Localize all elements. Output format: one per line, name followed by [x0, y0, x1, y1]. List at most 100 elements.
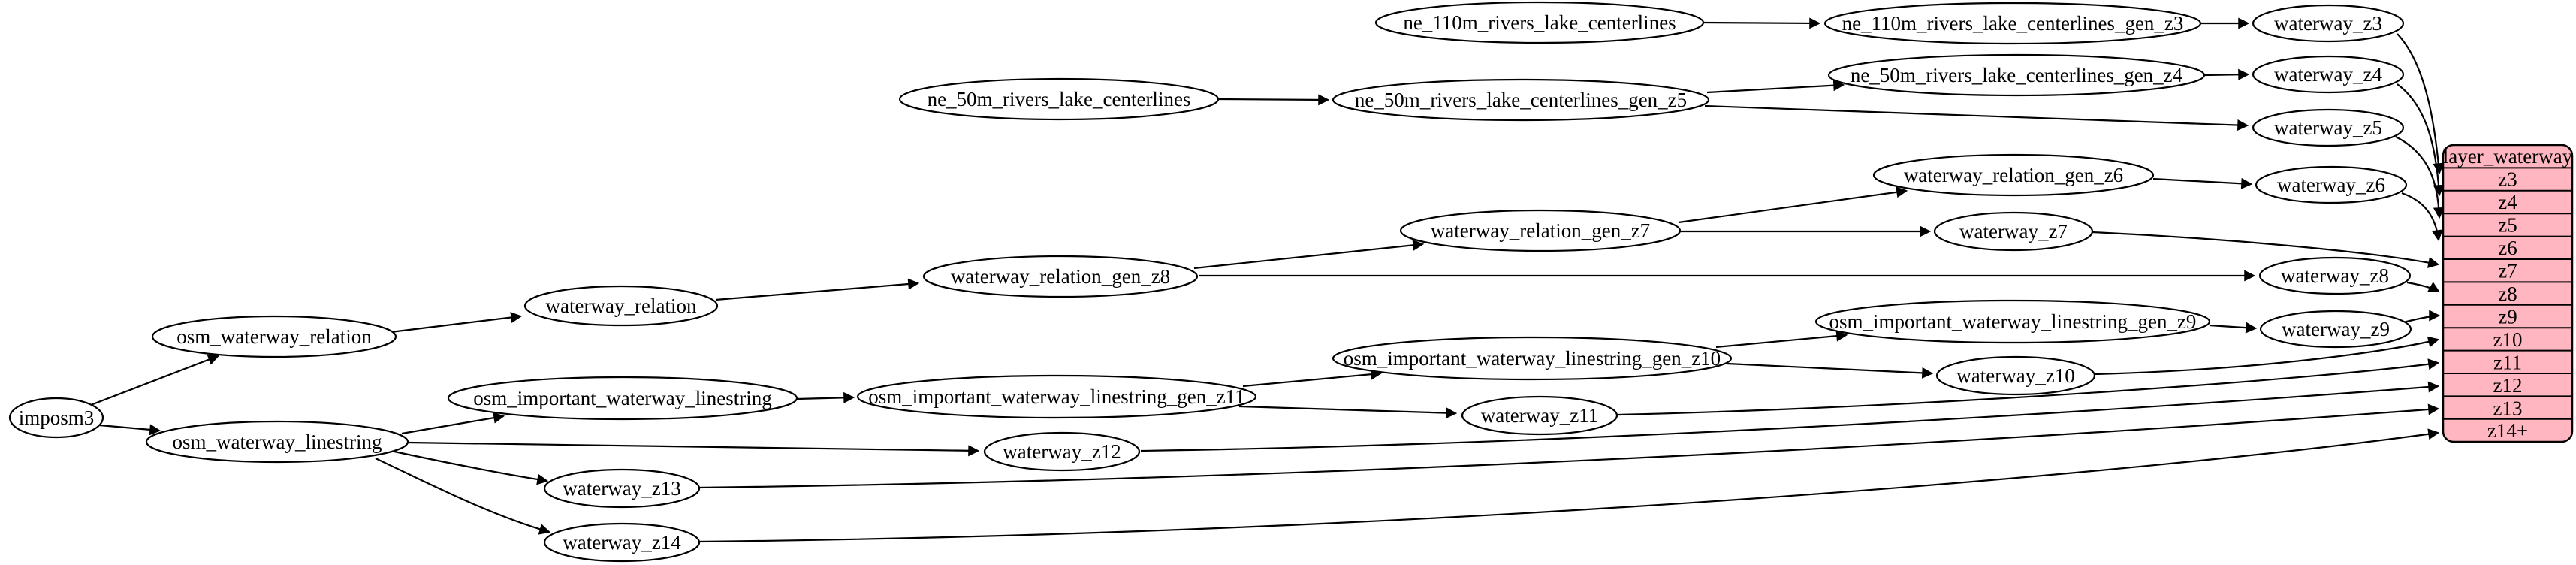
node-waterway_z6: waterway_z6 — [2255, 165, 2408, 204]
node-label: osm_waterway_linestring — [173, 431, 382, 453]
edge-osm_waterway_linestring-to-waterway_z13 — [394, 450, 549, 485]
node-osm_waterway_linestring: osm_waterway_linestring — [145, 420, 409, 464]
table-row-z14plus: z14+ — [2487, 419, 2528, 442]
node-label: osm_important_waterway_linestring_gen_z1… — [868, 385, 1244, 408]
node-osm_important_waterway_linestring_gen_z10: osm_important_waterway_linestring_gen_z1… — [1332, 336, 1733, 381]
edge-gen_z9-to-waterway_z9 — [2209, 322, 2258, 334]
edge-imposm3-to-osm_waterway_relation — [90, 354, 220, 406]
edge-waterway_relation-to-waterway_relation_gen_z8 — [715, 278, 920, 301]
node-waterway_relation_gen_z6: waterway_relation_gen_z6 — [1872, 153, 2155, 197]
node-label: ne_50m_rivers_lake_centerlines_gen_z5 — [1355, 89, 1687, 111]
table-row-z6: z6 — [2498, 237, 2517, 259]
table-row-z3: z3 — [2498, 168, 2517, 191]
node-osm_important_waterway_linestring: osm_important_waterway_linestring — [447, 376, 798, 421]
edge-ne_50m_gen_z5-to-waterway_z5 — [1704, 104, 2249, 131]
edge-ne_50m-to-ne_50m_gen_z5 — [1217, 94, 1330, 106]
edge-ne_50m_gen_z5-to-ne_50m_gen_z4 — [1706, 80, 1845, 94]
node-label: waterway_z14 — [563, 531, 681, 554]
table-row-z13: z13 — [2493, 397, 2523, 420]
table-row-z12: z12 — [2493, 374, 2523, 397]
table-body — [2442, 144, 2574, 443]
node-label: osm_important_waterway_linestring — [473, 387, 771, 409]
edge-imposm3-to-osm_waterway_linestring — [99, 424, 161, 436]
node-ne_110m_rivers_lake_centerlines: ne_110m_rivers_lake_centerlines — [1374, 1, 1705, 44]
node-ne_50m_rivers_lake_centerlines_gen_z4: ne_50m_rivers_lake_centerlines_gen_z4 — [1827, 53, 2206, 97]
nodes: imposm3 osm_waterway_relation osm_waterw… — [8, 1, 2412, 563]
node-label: waterway_z3 — [2274, 12, 2382, 35]
edges — [90, 17, 2445, 543]
node-label: waterway_z5 — [2274, 116, 2382, 139]
node-label: ne_110m_rivers_lake_centerlines — [1403, 11, 1676, 34]
node-waterway_z4: waterway_z4 — [2252, 55, 2405, 94]
table-row-z7: z7 — [2498, 260, 2517, 282]
table-row-z10: z10 — [2493, 328, 2523, 351]
node-waterway_z11: waterway_z11 — [1461, 395, 1618, 436]
node-ne_50m_rivers_lake_centerlines: ne_50m_rivers_lake_centerlines — [898, 77, 1220, 121]
node-waterway_relation: waterway_relation — [523, 285, 719, 327]
edge-gen_z10-to-gen_z9 — [1715, 330, 1848, 349]
edge-waterway_z13-to-row-z13 — [698, 403, 2440, 489]
edge-gen_z11-to-waterway_z11 — [1238, 405, 1458, 419]
node-waterway_z7: waterway_z7 — [1933, 211, 2094, 252]
edge-waterway_z4-to-row-z4 — [2397, 83, 2445, 197]
node-label: waterway_relation — [546, 295, 697, 317]
node-label: osm_important_waterway_linestring_gen_z1… — [1344, 347, 1721, 370]
node-label: ne_50m_rivers_lake_centerlines_gen_z4 — [1851, 64, 2183, 86]
node-label: ne_110m_rivers_lake_centerlines_gen_z3 — [1842, 12, 2184, 35]
edge-waterway_z14-to-row-z14plus — [698, 428, 2440, 543]
node-label: waterway_z11 — [1481, 404, 1598, 427]
node-label: waterway_z10 — [1956, 364, 2074, 387]
node-waterway_relation_gen_z8: waterway_relation_gen_z8 — [922, 255, 1199, 298]
node-waterway_relation_gen_z7: waterway_relation_gen_z7 — [1399, 209, 1682, 252]
node-label: waterway_z6 — [2277, 174, 2385, 196]
edge-waterway_z8-to-row-z8 — [2406, 281, 2440, 293]
table-row-z8: z8 — [2498, 282, 2517, 305]
edge-osm_waterway_linestring-to-waterway_z14 — [375, 458, 551, 535]
node-label: waterway_z4 — [2274, 63, 2382, 86]
edge-waterway_relation_gen_z7-to-waterway_relation_gen_z6 — [1678, 186, 1908, 224]
node-waterway_z5: waterway_z5 — [2252, 108, 2405, 147]
node-label: waterway_relation_gen_z6 — [1904, 164, 2123, 186]
node-label: waterway_z13 — [563, 477, 680, 500]
node-label: waterway_relation_gen_z7 — [1431, 219, 1650, 242]
node-osm_important_waterway_linestring_gen_z11: osm_important_waterway_linestring_gen_z1… — [856, 374, 1257, 419]
edge-osm_important_waterway_linestring-to-gen_z11 — [796, 391, 855, 403]
edge-waterway_z5-to-row-z5 — [2395, 136, 2445, 219]
table-row-z9: z9 — [2498, 306, 2517, 328]
edge-ne_50m_gen_z4-to-waterway_z4 — [2203, 68, 2250, 80]
edge-gen_z10-to-waterway_z10 — [1727, 362, 1934, 379]
node-label: imposm3 — [19, 406, 95, 429]
node-waterway_z13: waterway_z13 — [543, 468, 701, 509]
edge-waterway_z12-to-row-z12 — [1140, 381, 2440, 452]
edge-waterway_z3-to-row-z3 — [2397, 33, 2445, 175]
node-osm_important_waterway_linestring_gen_z9: osm_important_waterway_linestring_gen_z9 — [1814, 299, 2211, 344]
node-ne_110m_rivers_lake_centerlines_gen_z3: ne_110m_rivers_lake_centerlines_gen_z3 — [1823, 2, 2202, 45]
edge-waterway_z10-to-row-z10 — [2094, 336, 2440, 376]
node-label: waterway_z8 — [2281, 264, 2389, 287]
node-waterway_z14: waterway_z14 — [543, 522, 701, 563]
node-label: waterway_z9 — [2282, 318, 2390, 340]
node-label: osm_waterway_relation — [176, 325, 372, 348]
node-label: waterway_z12 — [1003, 440, 1121, 463]
node-imposm3: imposm3 — [8, 397, 104, 439]
node-label: osm_important_waterway_linestring_gen_z9 — [1829, 310, 2197, 333]
edge-osm_waterway_linestring-to-osm_important_waterway_linestring — [401, 412, 505, 435]
node-osm_waterway_relation: osm_waterway_relation — [151, 315, 397, 358]
node-waterway_z8: waterway_z8 — [2258, 256, 2412, 295]
edge-osm_waterway_relation-to-waterway_relation — [390, 312, 523, 334]
edge-waterway_z11-to-row-z11 — [1618, 358, 2440, 416]
node-waterway_z10: waterway_z10 — [1935, 355, 2096, 396]
layer-waterway-table: layer_waterway z3 z4 z5 z6 z7 z8 z9 z10 … — [2442, 144, 2574, 443]
edge-osm_waterway_linestring-to-waterway_z12 — [407, 441, 980, 457]
edge-waterway_z7-to-row-z7 — [2092, 231, 2440, 268]
node-label: ne_50m_rivers_lake_centerlines — [928, 88, 1191, 110]
table-row-z11: z11 — [2493, 352, 2522, 374]
edge-waterway_z9-to-row-z9 — [2403, 310, 2441, 324]
node-waterway_z3: waterway_z3 — [2252, 4, 2405, 43]
edge-waterway_relation_gen_z6-to-waterway_z6 — [2152, 177, 2253, 189]
node-label: waterway_z7 — [1959, 220, 2068, 243]
node-waterway_z12: waterway_z12 — [983, 431, 1141, 472]
edge-waterway_z6-to-row-z6 — [2401, 192, 2443, 242]
